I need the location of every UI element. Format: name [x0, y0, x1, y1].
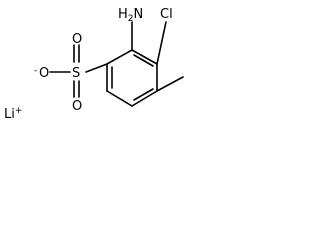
sulfur-label: S: [72, 66, 80, 81]
ring-bond-c2-c3: [131, 49, 158, 65]
ring-bond-c4-c5: [131, 90, 158, 107]
ring-double-bond-c4-c5: [133, 88, 154, 101]
amino-group-label: H2N: [118, 7, 143, 24]
structural-formula: H2N Cl S O O O - Li+: [4, 7, 184, 122]
ring-bond-c5-c6: [106, 90, 133, 107]
bond-c4-methyl: [156, 76, 184, 92]
anion-charge-label: -: [34, 66, 37, 76]
lithium-ion-label: Li+: [4, 106, 22, 122]
oxygen-top-label: O: [72, 32, 82, 47]
ring-bond-c1-c2: [106, 49, 133, 65]
ring-double-bond-c2-c3: [133, 54, 154, 67]
benzene-ring: [106, 49, 158, 107]
oxygen-bottom-label: O: [72, 99, 82, 114]
oxygen-anion-label: O: [39, 66, 49, 81]
bond-c1-sulfur: [85, 63, 108, 73]
bond-c3-chlorine: [156, 21, 167, 65]
chlorine-label: Cl: [160, 7, 173, 22]
